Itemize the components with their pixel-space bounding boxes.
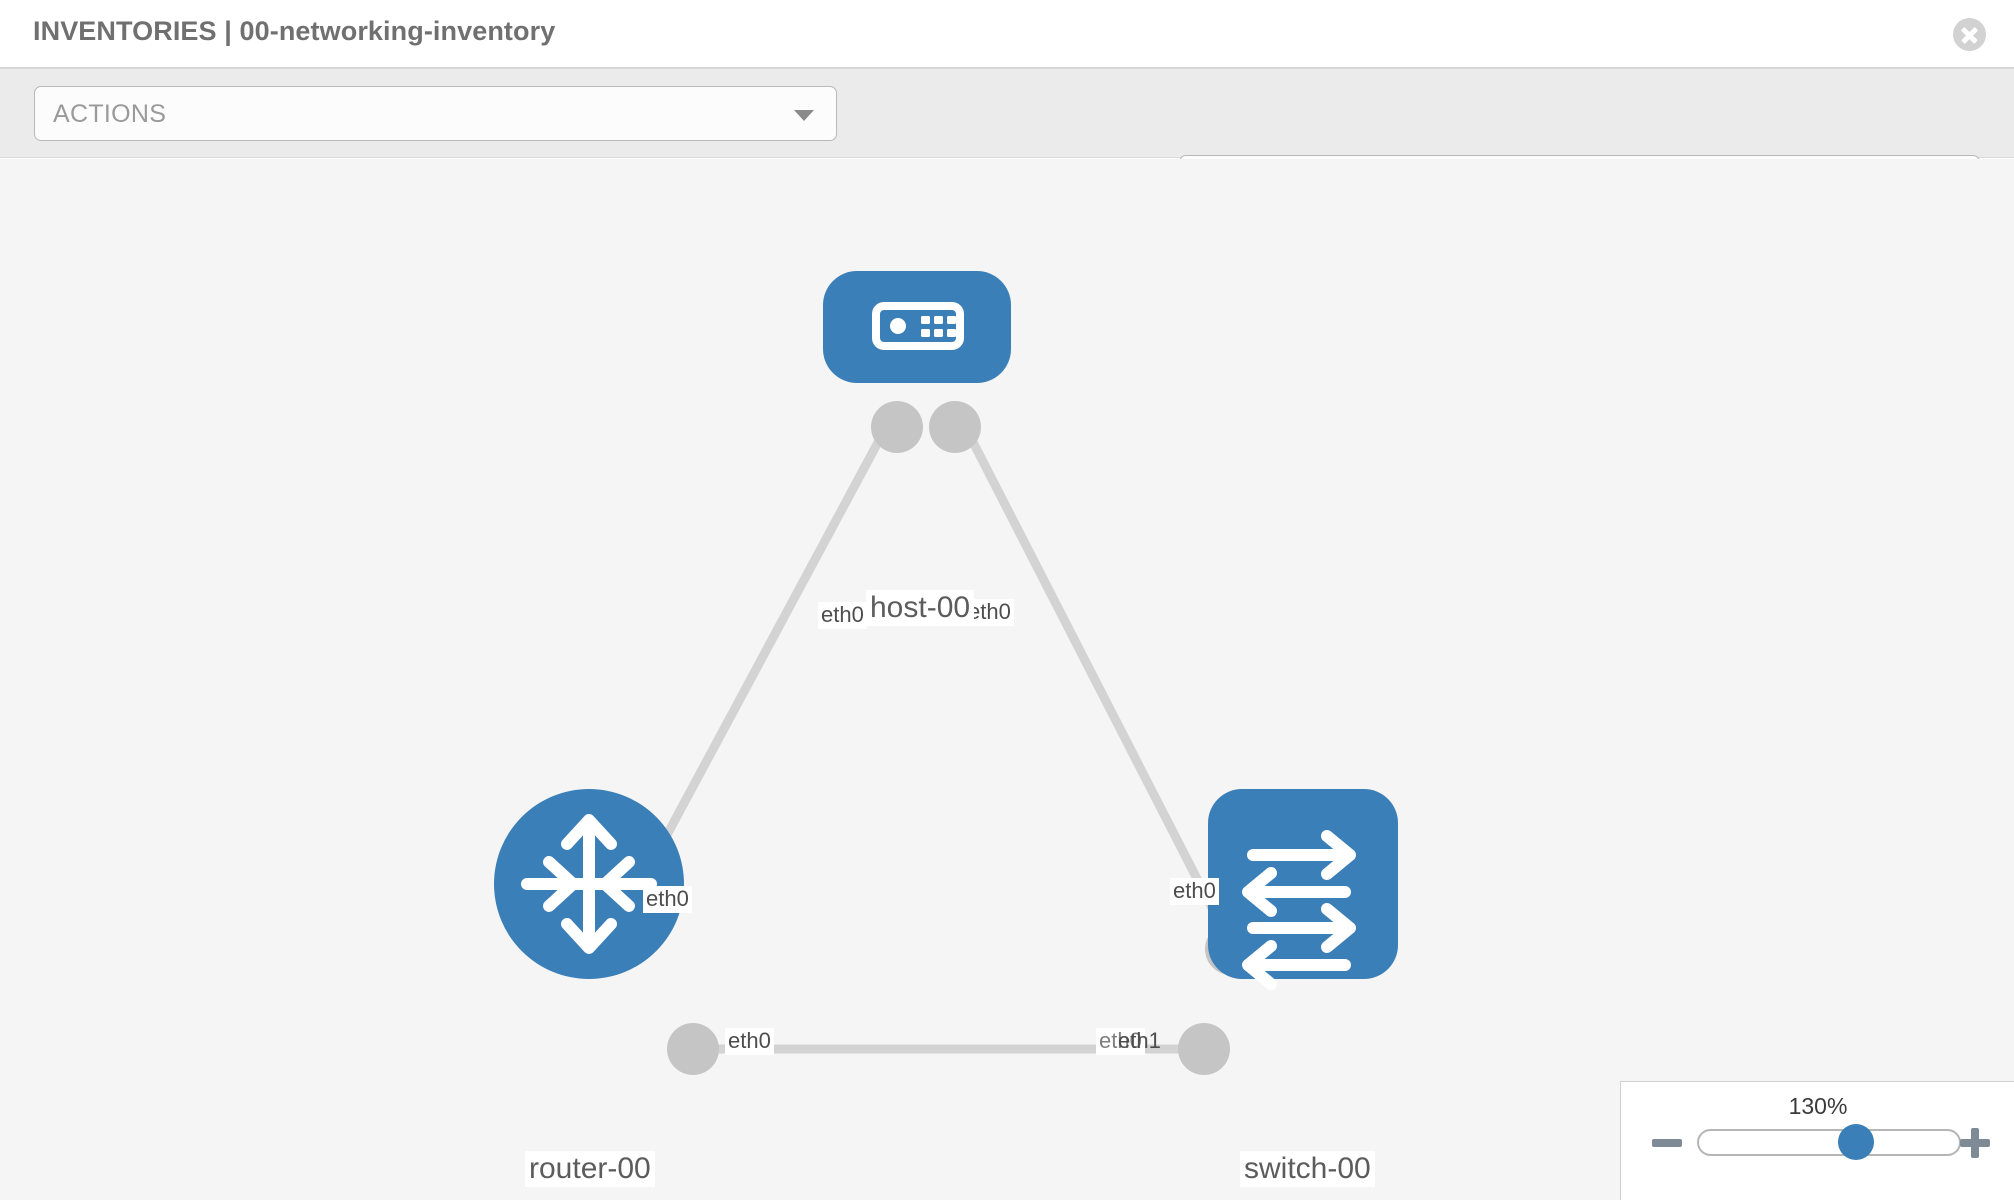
node-label-switch-00: switch-00 [1240, 1151, 1375, 1187]
edge-label-router-eth0: eth0 [725, 1028, 774, 1055]
chevron-down-icon [794, 110, 814, 121]
plus-icon-v [1971, 1128, 1979, 1158]
zoom-out-button[interactable] [1650, 1126, 1684, 1160]
node-host-00[interactable] [823, 271, 1011, 383]
zoom-level-value: 130% [1788, 1093, 1848, 1119]
edge-label-router-eth0-uplink: eth0 [643, 886, 692, 913]
edge-host-router [636, 404, 901, 888]
zoom-control-panel: 130% [1620, 1081, 2014, 1200]
node-router-00[interactable] [494, 789, 684, 979]
toolbar: ACTIONS SEARCH [0, 69, 2014, 210]
edge-label-switch-eth0: eth0 [1096, 1028, 1145, 1055]
page-title: INVENTORIES | 00-networking-inventory [33, 16, 556, 46]
endpoint-host-eth0-right [929, 401, 981, 453]
minus-icon [1652, 1139, 1682, 1147]
topology-graph [494, 271, 1398, 1075]
actions-dropdown[interactable]: ACTIONS [34, 86, 837, 141]
edge-label-switch-eth0-uplink: eth0 [1170, 878, 1219, 905]
node-label-router-00: router-00 [525, 1151, 655, 1187]
zoom-slider-track[interactable] [1697, 1129, 1961, 1156]
endpoint-router-eth0 [667, 1023, 719, 1075]
close-icon[interactable] [1953, 18, 1986, 51]
endpoint-host-eth0-left [871, 401, 923, 453]
node-switch-00[interactable] [1208, 789, 1398, 990]
edge-host-switch [950, 404, 1235, 946]
topology-canvas[interactable]: eth0 eth0 eth0 eth0 eth0 eth0 eth1 host-… [0, 159, 2014, 1200]
zoom-in-button[interactable] [1958, 1126, 1992, 1160]
actions-dropdown-label: ACTIONS [53, 100, 167, 128]
node-label-host-00: host-00 [866, 590, 975, 626]
zoom-slider-thumb[interactable] [1838, 1124, 1875, 1160]
page-header: INVENTORIES | 00-networking-inventory [0, 0, 2014, 69]
edge-label-switch-eth1: eth1 [1118, 1028, 1161, 1053]
edge-label-host-eth0-left: eth0 [818, 602, 867, 629]
endpoint-switch-eth1 [1178, 1023, 1230, 1075]
